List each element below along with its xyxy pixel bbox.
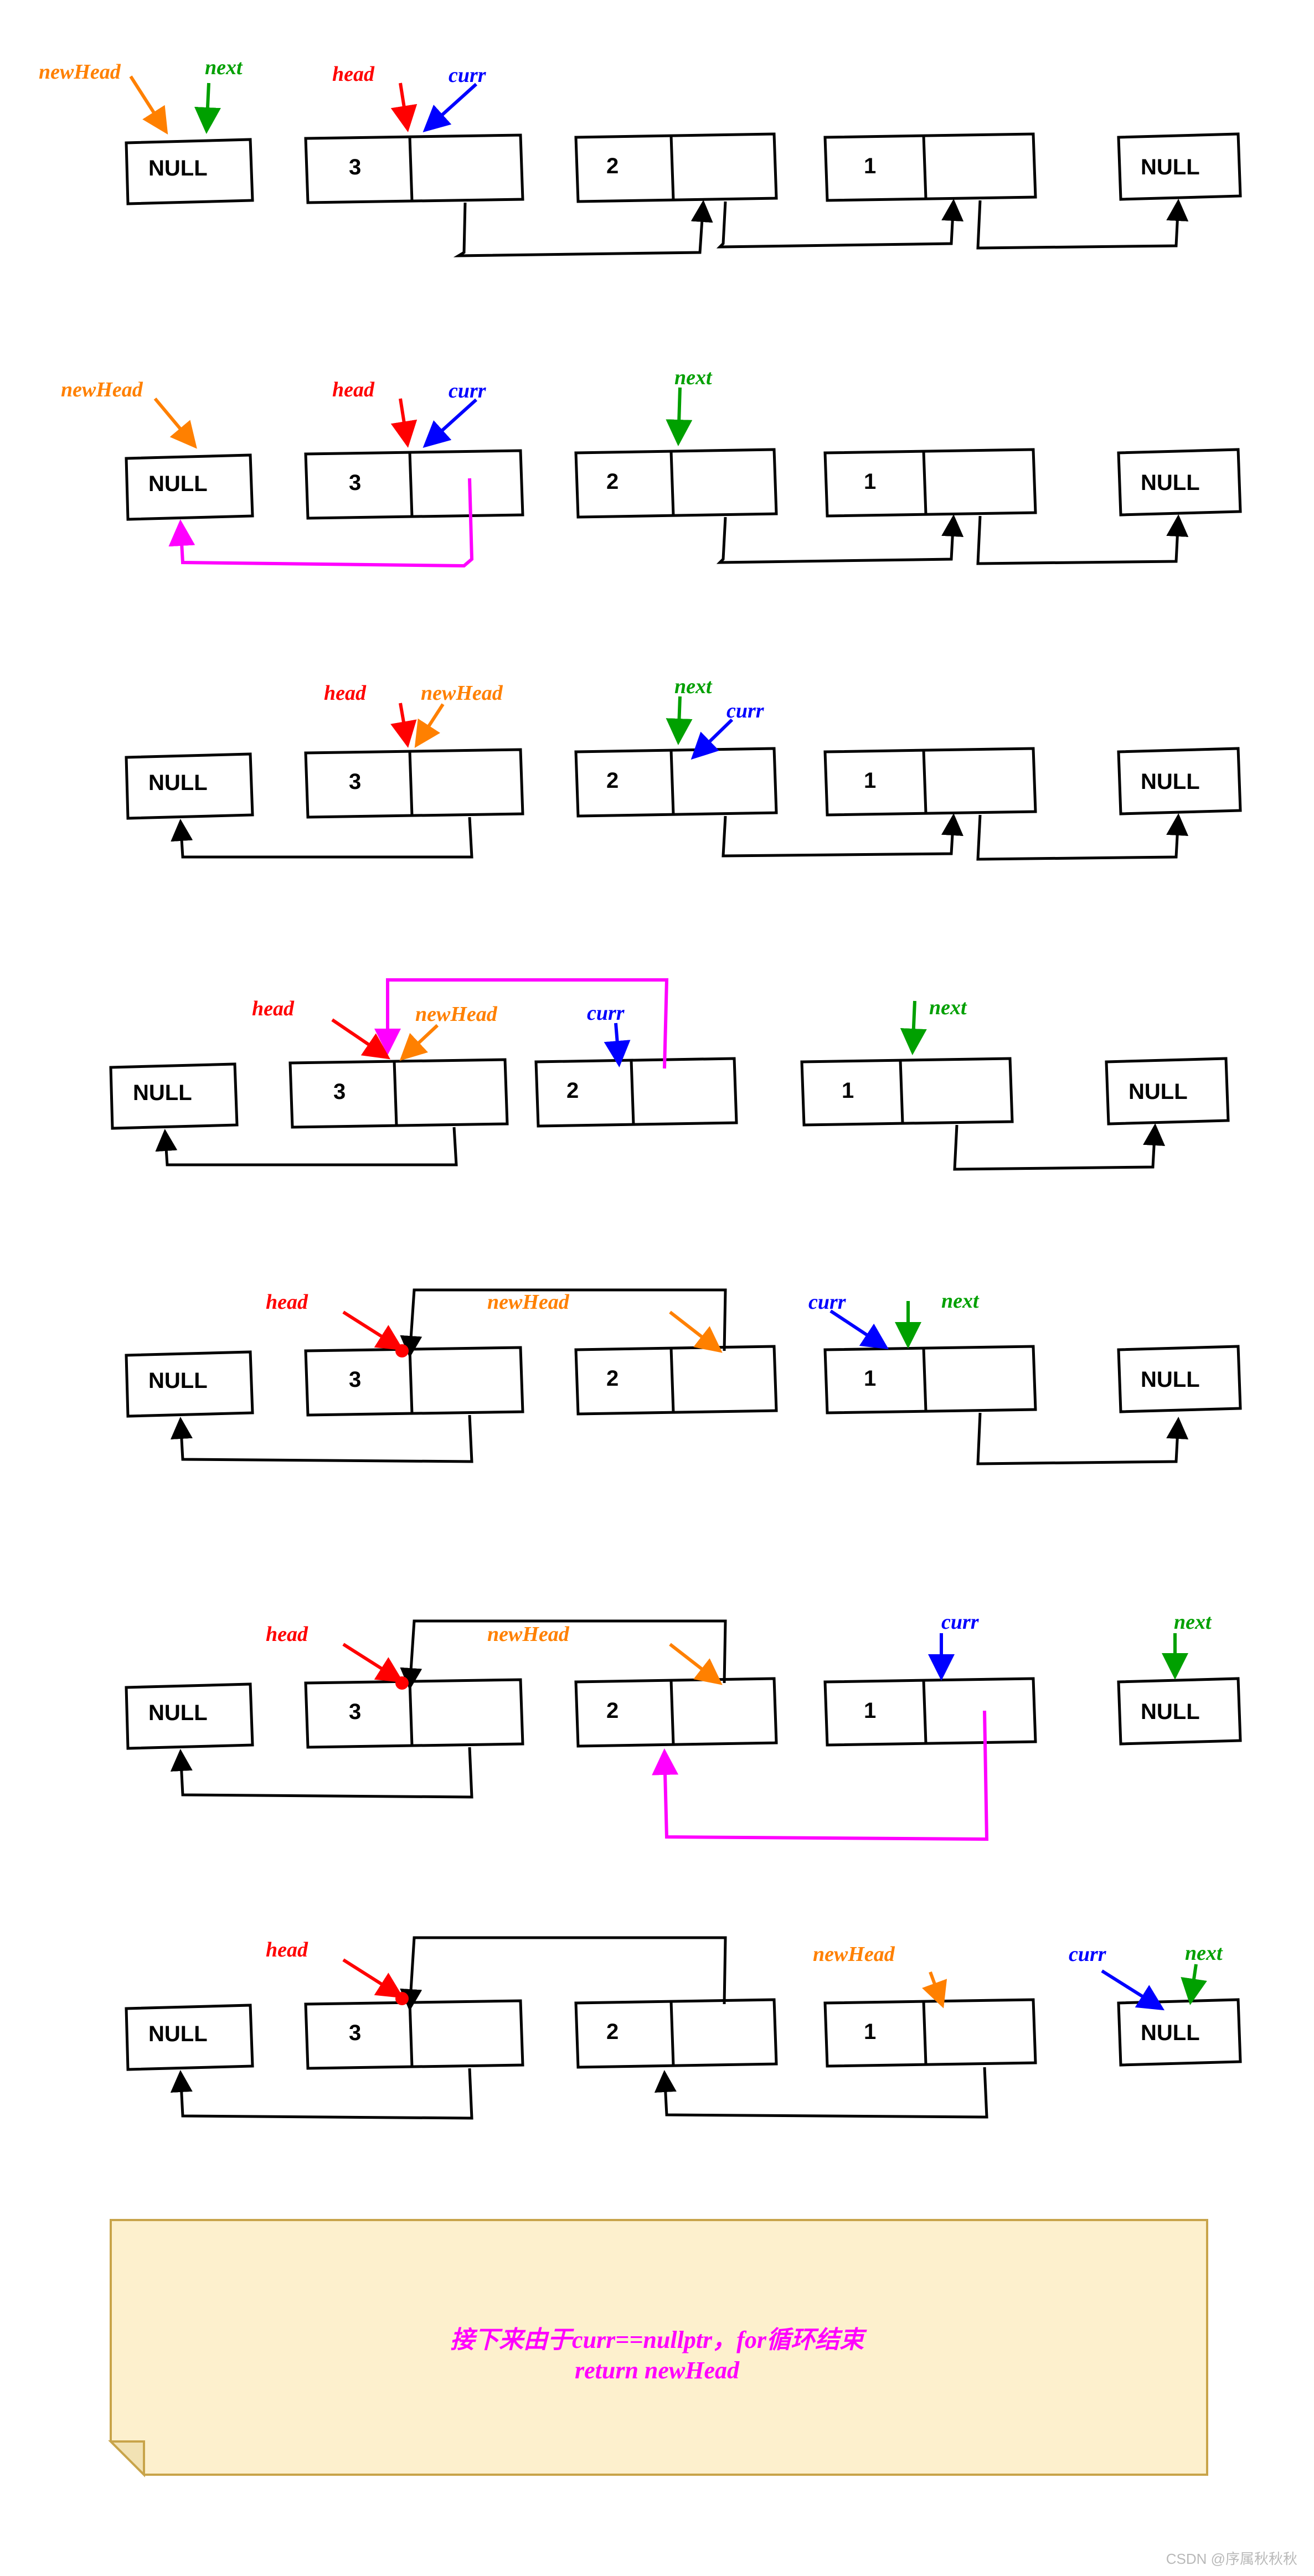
- label-head-step3: head: [324, 682, 366, 705]
- node-value-1: 1: [864, 1699, 877, 1723]
- node-value-2: 2: [606, 154, 619, 178]
- node-value-2: 2: [566, 1078, 579, 1103]
- step-2-graphics: [125, 387, 1242, 568]
- label-next-step4: next: [929, 996, 967, 1019]
- node-null-right: NULL: [1141, 2021, 1200, 2045]
- node-value-3: 3: [349, 770, 362, 794]
- note-box-graphics: [108, 2219, 1208, 2477]
- node-value-2: 2: [606, 469, 619, 494]
- label-head-step4: head: [252, 997, 294, 1020]
- node-value-1: 1: [842, 1078, 854, 1103]
- node-null-right: NULL: [1141, 471, 1200, 495]
- label-curr-step6: curr: [941, 1610, 979, 1634]
- node-null-left: NULL: [148, 472, 208, 496]
- step-3-graphics: [125, 696, 1242, 861]
- label-next-step2: next: [674, 366, 712, 389]
- node-value-1: 1: [864, 469, 877, 494]
- step-4-graphics: [109, 978, 1230, 1171]
- label-curr-step7: curr: [1069, 1943, 1106, 1966]
- label-newHead-step6: newHead: [487, 1623, 569, 1646]
- label-newHead-step5: newHead: [487, 1290, 569, 1314]
- label-newHead-step2: newHead: [61, 378, 143, 401]
- node-value-2: 2: [606, 768, 619, 793]
- node-null-left: NULL: [148, 2022, 208, 2046]
- node-null-left: NULL: [148, 1701, 208, 1725]
- node-value-3: 3: [349, 1700, 362, 1724]
- label-curr-step2: curr: [449, 379, 486, 402]
- label-next-step3: next: [674, 675, 712, 698]
- node-value-1: 1: [864, 154, 877, 178]
- note-line-1: 接下来由于curr==nullptr，for循环结束: [450, 2326, 864, 2353]
- node-value-1: 1: [864, 2020, 877, 2044]
- node-null-right: NULL: [1141, 1700, 1200, 1724]
- node-value-2: 2: [606, 1366, 619, 1391]
- node-null-right: NULL: [1141, 770, 1200, 794]
- label-curr-step1: curr: [449, 64, 486, 87]
- label-newHead-step4: newHead: [415, 1003, 497, 1026]
- label-newHead-step1: newHead: [39, 60, 121, 84]
- step-5-graphics: [125, 1288, 1242, 1465]
- node-null-right: NULL: [1129, 1080, 1188, 1104]
- note-line-2: return newHead: [574, 2357, 740, 2384]
- step-6-graphics: [125, 1619, 1242, 1841]
- label-newHead-step3: newHead: [421, 682, 503, 705]
- label-head-step2: head: [332, 378, 374, 401]
- node-value-2: 2: [606, 1699, 619, 1723]
- label-curr-step4: curr: [587, 1002, 625, 1025]
- node-value-2: 2: [606, 2020, 619, 2044]
- node-value-1: 1: [864, 1366, 877, 1391]
- label-head-step5: head: [266, 1290, 308, 1314]
- step-1-graphics: [125, 75, 1242, 257]
- label-next-step5: next: [941, 1289, 979, 1313]
- label-head-step1: head: [332, 63, 374, 86]
- label-next-step6: next: [1174, 1610, 1212, 1634]
- label-head-step7: head: [266, 1938, 308, 1961]
- node-value-1: 1: [864, 768, 877, 793]
- node-value-3: 3: [349, 2021, 362, 2045]
- node-null-left: NULL: [148, 771, 208, 795]
- label-curr-step5: curr: [808, 1290, 846, 1314]
- node-null-left: NULL: [148, 156, 208, 180]
- node-value-3: 3: [349, 1367, 362, 1392]
- label-head-step6: head: [266, 1623, 308, 1646]
- label-next-step7: next: [1185, 1942, 1223, 1965]
- node-value-3: 3: [349, 155, 362, 179]
- node-value-3: 3: [333, 1080, 346, 1104]
- label-curr-step3: curr: [726, 699, 764, 722]
- watermark: CSDN @序属秋秋秋: [1166, 2551, 1297, 2567]
- node-null-left: NULL: [133, 1081, 192, 1105]
- node-value-3: 3: [349, 471, 362, 495]
- node-null-right: NULL: [1141, 155, 1200, 179]
- label-next-step1: next: [205, 56, 243, 79]
- step-7-graphics: [125, 1936, 1242, 2120]
- node-null-right: NULL: [1141, 1367, 1200, 1392]
- label-newHead-step7: newHead: [813, 1943, 895, 1966]
- node-null-left: NULL: [148, 1369, 208, 1393]
